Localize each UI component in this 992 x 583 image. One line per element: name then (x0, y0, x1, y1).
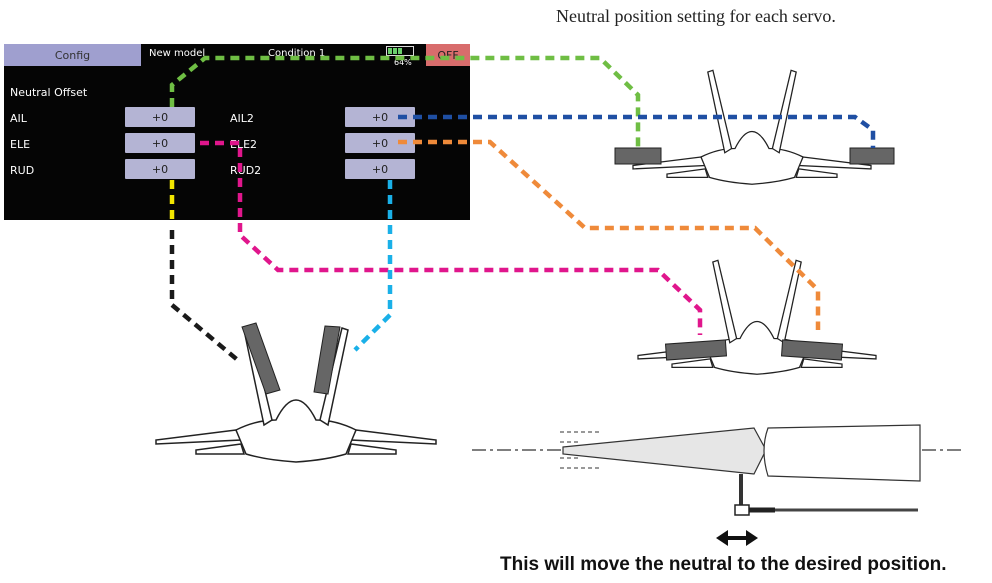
condition-name: Condition 1 (268, 48, 326, 59)
transmitter-screen (4, 44, 470, 220)
control-surface-section (472, 424, 965, 516)
model-name: New model (149, 48, 206, 59)
rudder-left (241, 322, 281, 395)
aileron-servo-right (849, 147, 895, 165)
rud-offset-button[interactable]: +0 (125, 159, 195, 179)
ele-offset-button[interactable]: +0 (125, 133, 195, 153)
section-title: Neutral Offset (10, 86, 88, 99)
channel-label-rud: RUD (10, 164, 35, 177)
battery-icon (386, 46, 414, 56)
connector-ele2 (398, 139, 821, 330)
config-tab[interactable]: Config (4, 44, 141, 66)
elevator-servo-right (780, 339, 844, 361)
aileron-servo-left (614, 147, 662, 165)
ail-offset-button[interactable]: +0 (125, 107, 195, 127)
channel-label-ail2: AIL2 (230, 112, 254, 125)
connector-ail (169, 55, 641, 148)
connector-ail2 (398, 114, 876, 148)
channel-label-ail: AIL (10, 112, 27, 125)
caption-top: Neutral position setting for each servo. (556, 6, 836, 26)
rud2-offset-button[interactable]: +0 (345, 159, 415, 179)
double-arrow-icon (716, 530, 758, 546)
connector-rud-lower (169, 230, 242, 364)
connector-ele (200, 140, 703, 335)
elevator-servo-left (664, 339, 728, 361)
battery-percent: 64% (394, 58, 412, 67)
channel-label-ele: ELE (10, 138, 31, 151)
ele2-offset-button[interactable]: +0 (345, 133, 415, 153)
connector-rud2 (353, 180, 393, 352)
rudder-right (313, 325, 341, 395)
aircraft-rudder (155, 327, 437, 463)
ail2-offset-button[interactable]: +0 (345, 107, 415, 127)
caption-bottom: This will move the neutral to the desire… (500, 554, 947, 575)
aircraft-aileron (632, 69, 872, 185)
